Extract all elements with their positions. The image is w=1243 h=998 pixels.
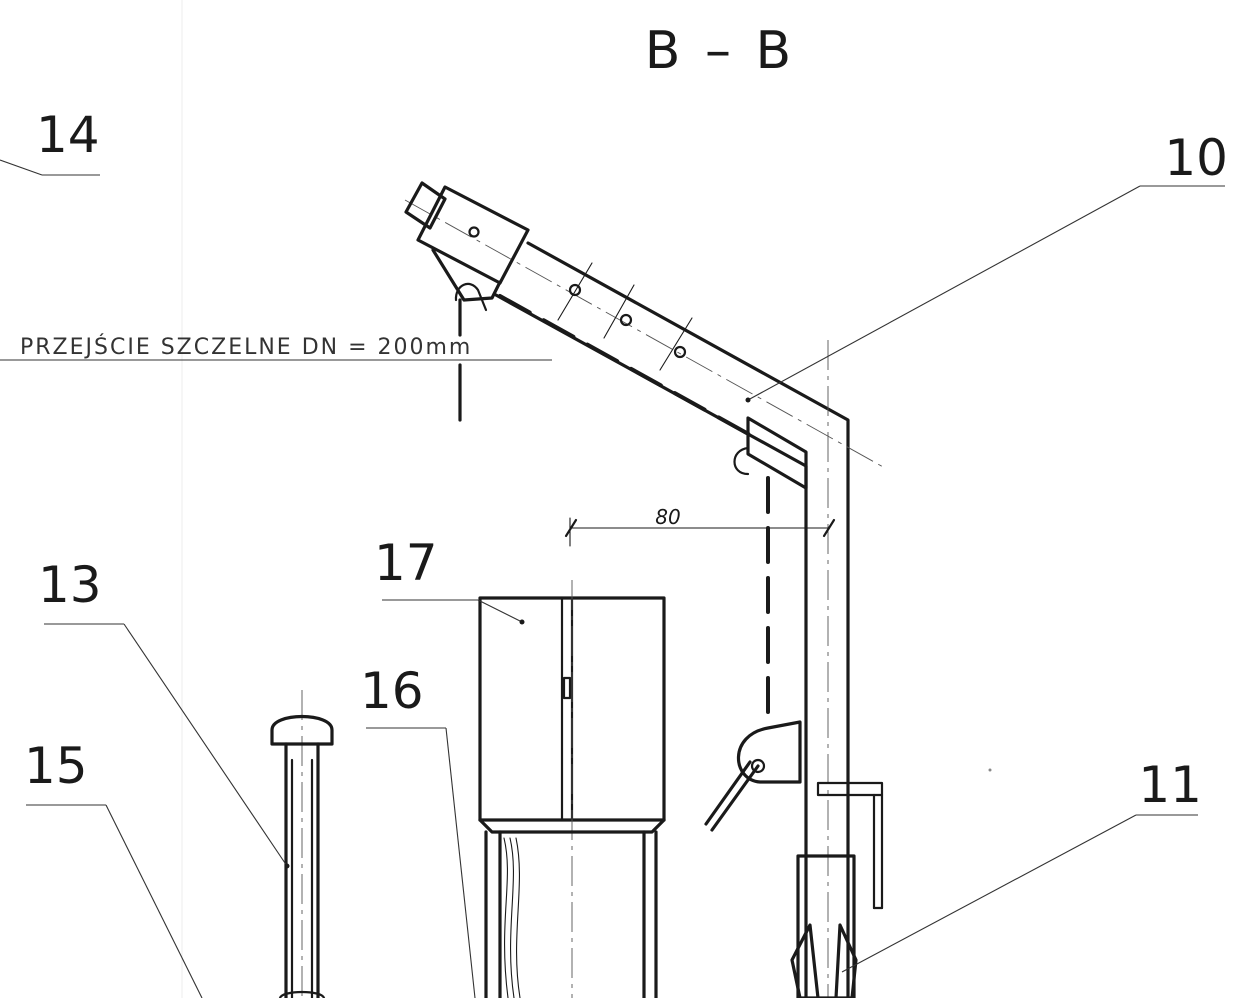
callout-17: 17 bbox=[374, 534, 525, 625]
callout-14: 14 bbox=[0, 106, 100, 176]
boom-end-cap bbox=[404, 181, 530, 285]
label-10: 10 bbox=[1164, 129, 1228, 187]
upper-bracket bbox=[431, 248, 502, 422]
label-15: 15 bbox=[24, 737, 88, 795]
section-title: B – B bbox=[645, 21, 795, 81]
callout-16: 16 bbox=[360, 662, 476, 998]
mast-side-bracket bbox=[816, 781, 884, 910]
callout-15: 15 bbox=[24, 737, 203, 998]
callout-13: 13 bbox=[38, 556, 290, 869]
mast-base bbox=[790, 854, 858, 998]
callout-11: 11 bbox=[841, 756, 1202, 973]
label-14: 14 bbox=[36, 106, 100, 164]
dimension-80: 80 bbox=[564, 505, 836, 547]
hidden-cable-path bbox=[498, 294, 770, 727]
label-17: 17 bbox=[374, 534, 438, 592]
callout-note: PRZEJŚCIE SZCZELNE DN = 200mm bbox=[0, 334, 552, 361]
label-11: 11 bbox=[1138, 756, 1202, 814]
post bbox=[270, 690, 334, 998]
label-13: 13 bbox=[38, 556, 102, 614]
cabinet bbox=[478, 580, 666, 998]
dimension-value: 80 bbox=[655, 505, 680, 529]
callout-10: 10 bbox=[745, 129, 1228, 403]
label-16: 16 bbox=[360, 662, 424, 720]
stray-mark bbox=[988, 768, 992, 772]
seal-note: PRZEJŚCIE SZCZELNE DN = 200mm bbox=[20, 334, 472, 360]
mast-bracket bbox=[733, 416, 808, 490]
pulley-lever bbox=[704, 720, 802, 832]
